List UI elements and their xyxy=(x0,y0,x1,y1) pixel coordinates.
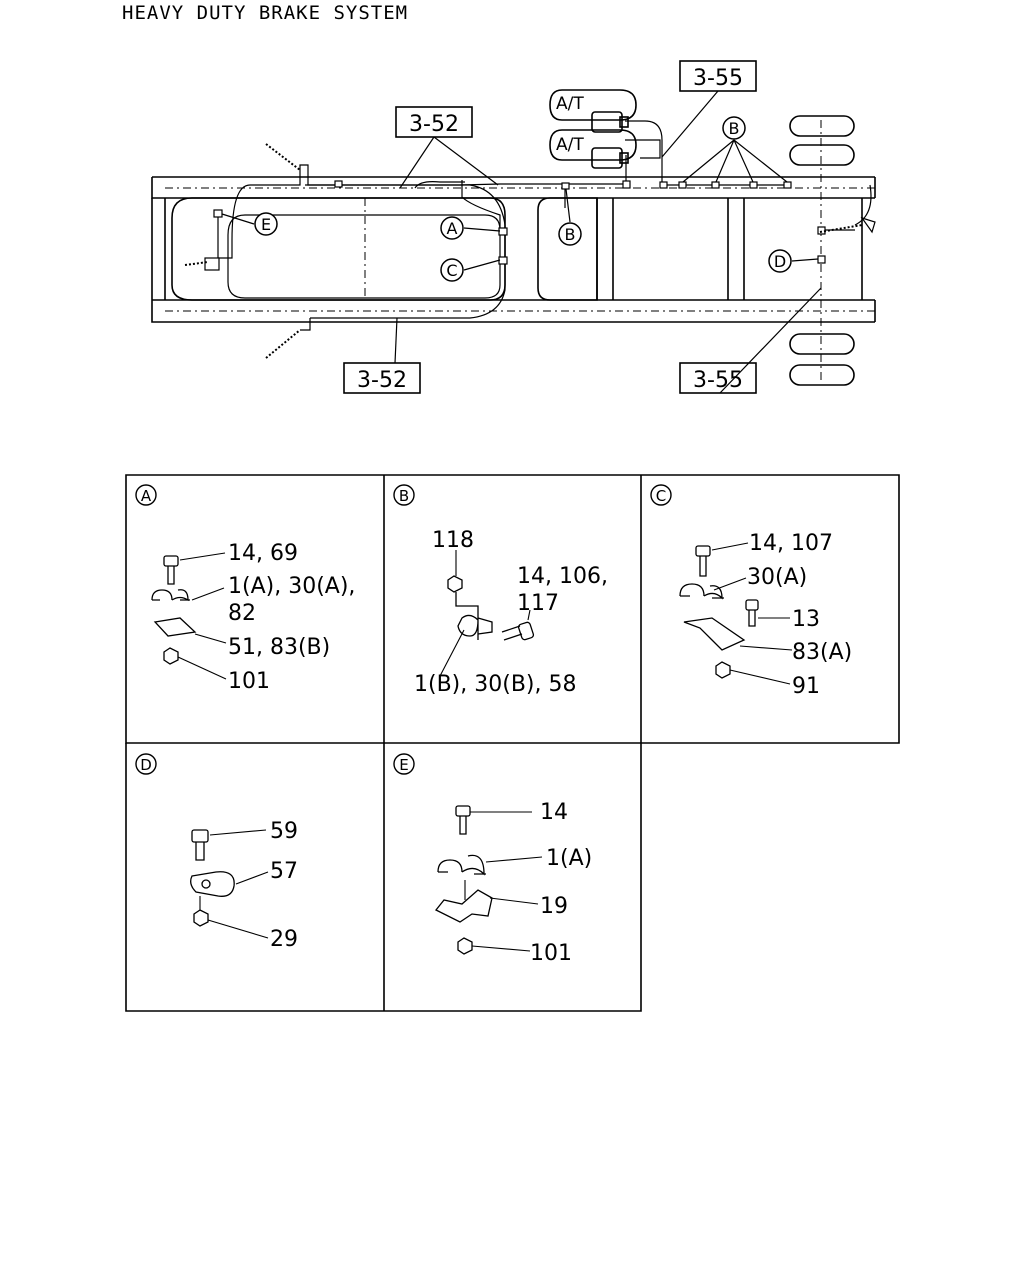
ref-box-3-55-bottom[interactable]: 3-55 xyxy=(679,362,757,394)
part-label: 13 xyxy=(792,607,820,632)
clip-icon xyxy=(190,871,235,897)
part-label: 1(A) xyxy=(546,846,592,871)
frame-centerlines xyxy=(165,120,875,380)
detail-panel-C: C 14, 107 30(A) 13 83(A) 91 xyxy=(650,484,852,699)
ref-label: 3-52 xyxy=(409,112,459,137)
leaders-E xyxy=(464,811,543,952)
detail-badge xyxy=(135,753,157,775)
leaders-D xyxy=(199,829,269,939)
callout-letter: B xyxy=(729,119,740,138)
detail-badge xyxy=(393,753,415,775)
callout-C[interactable]: C xyxy=(440,258,464,282)
detail-panel-D: D 59 57 29 xyxy=(135,753,298,952)
detail-letter: B xyxy=(399,487,409,505)
rear-wheels xyxy=(789,115,855,386)
part-label: 117 xyxy=(517,591,559,616)
callout-B-top[interactable]: B xyxy=(722,116,746,140)
callout-D[interactable]: D xyxy=(768,249,792,273)
part-label: 1(B), 30(B), 58 xyxy=(414,672,576,697)
page-title: HEAVY DUTY BRAKE SYSTEM xyxy=(122,2,409,24)
part-label: 14, 106, xyxy=(517,564,608,589)
bolt-icon xyxy=(163,555,179,585)
callout-A[interactable]: A xyxy=(440,216,464,240)
hose-bracket xyxy=(860,216,876,234)
part-label: 83(A) xyxy=(792,640,852,665)
part-label: 1(A), 30(A), xyxy=(228,574,355,599)
ref-box-3-52-bottom[interactable]: 3-52 xyxy=(343,362,421,394)
part-label: 29 xyxy=(270,927,298,952)
leader-lines xyxy=(221,90,822,394)
detail-letter: D xyxy=(140,756,152,774)
part-label: 101 xyxy=(530,941,572,966)
bolt-icon xyxy=(745,599,759,627)
callout-letter: B xyxy=(565,225,576,244)
detail-letter: E xyxy=(399,756,408,774)
ref-box-3-55-top[interactable]: 3-55 xyxy=(679,60,757,92)
part-label: 59 xyxy=(270,819,298,844)
part-label: 101 xyxy=(228,669,270,694)
nut-icon xyxy=(193,909,209,927)
plate-icon xyxy=(153,617,197,637)
bolt-icon xyxy=(501,621,535,641)
bolt-icon xyxy=(455,805,471,835)
detail-letter: C xyxy=(656,487,666,505)
tank-label-at2: A/T xyxy=(556,135,584,155)
callout-B-middle[interactable]: B xyxy=(558,222,582,246)
detail-panel-E: E 14 1(A) 19 101 xyxy=(393,753,592,966)
part-label: 30(A) xyxy=(747,565,807,590)
air-tank-at1 xyxy=(549,89,637,133)
chassis-frame xyxy=(151,176,876,323)
detail-panel-A: A 14, 69 1(A), 30(A), 82 51, 83(B) 101 xyxy=(135,484,355,694)
detail-letter: A xyxy=(141,487,152,505)
detail-badge xyxy=(393,484,415,506)
callout-letter: D xyxy=(774,252,786,271)
part-label: 14, 69 xyxy=(228,541,298,566)
pipe-clips xyxy=(204,180,826,271)
detail-grid xyxy=(125,474,900,1012)
nut-icon xyxy=(715,661,731,679)
ref-label: 3-55 xyxy=(693,66,743,91)
part-label: 51, 83(B) xyxy=(228,635,330,660)
brake-hoses xyxy=(184,143,863,359)
detail-badge xyxy=(135,484,157,506)
part-label: 91 xyxy=(792,674,820,699)
callout-letter: C xyxy=(446,261,457,280)
detail-panel-B: B 118 14, 106, 117 1(B), 30(B), 58 xyxy=(393,484,608,697)
leaders-C xyxy=(711,542,793,685)
part-label: 14, 107 xyxy=(749,531,833,556)
part-label: 82 xyxy=(228,601,256,626)
part-label: 19 xyxy=(540,894,568,919)
nut-icon xyxy=(447,575,463,593)
detail-badge xyxy=(650,484,672,506)
ref-label: 3-52 xyxy=(357,368,407,393)
bolt-icon xyxy=(191,829,209,861)
bolt-icon xyxy=(695,545,711,577)
air-tank-at2 xyxy=(549,129,637,169)
clip-icon xyxy=(151,589,190,602)
clip-icon xyxy=(679,583,724,600)
clip-icon xyxy=(455,592,493,640)
ref-box-3-52-top[interactable]: 3-52 xyxy=(395,106,473,138)
leaders-A xyxy=(177,552,227,680)
nut-icon xyxy=(163,647,179,665)
clip-icon xyxy=(437,854,486,876)
part-label: 118 xyxy=(432,528,474,553)
callout-letter: E xyxy=(261,215,271,234)
bracket-icon xyxy=(683,617,746,651)
tank-label-at1: A/T xyxy=(556,94,584,114)
part-label: 14 xyxy=(540,800,568,825)
callout-E[interactable]: E xyxy=(254,212,278,236)
leaders-B xyxy=(439,550,531,677)
part-label: 57 xyxy=(270,859,298,884)
callout-letter: A xyxy=(447,219,458,238)
nut-icon xyxy=(457,937,473,955)
bracket-icon xyxy=(434,889,493,923)
ref-label: 3-55 xyxy=(693,368,743,393)
